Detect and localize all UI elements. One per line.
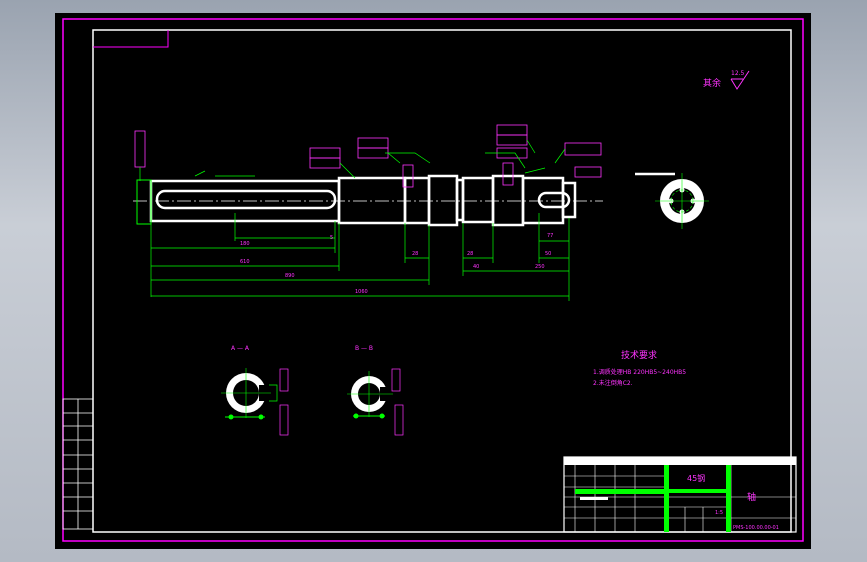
dim-40: 40 <box>473 264 479 270</box>
inner-border <box>92 29 792 533</box>
dim-28b: 28 <box>467 251 473 257</box>
title-scale: 1:5 <box>715 510 723 516</box>
left-revision-strip <box>62 398 94 530</box>
title-material: 45钢 <box>687 473 705 483</box>
dimension-lines <box>150 213 570 301</box>
drawing-sheet: 其余 12.5 <box>55 13 811 549</box>
dim-890: 890 <box>285 273 295 279</box>
dim-77: 77 <box>547 233 553 239</box>
drawing-canvas: 其余 12.5 <box>62 18 804 542</box>
tech-requirements-title: 技术要求 <box>621 349 657 361</box>
title-part-name: 轴 <box>747 491 756 503</box>
dim-250: 250 <box>535 264 545 270</box>
roughness-symbol-icon <box>730 70 750 90</box>
title-drawing-number: PMS-100.00.00-01 <box>733 525 779 531</box>
shaft-outline <box>149 174 577 227</box>
section-b-view <box>347 368 404 436</box>
section-label-b: B — B <box>355 345 373 352</box>
section-label-a: A — A <box>231 345 250 352</box>
section-a-view <box>221 368 289 436</box>
surface-roughness-value: 12.5 <box>731 70 745 77</box>
keyway-long <box>155 189 337 210</box>
dim-28a: 28 <box>412 251 418 257</box>
dim-180: 180 <box>240 241 250 247</box>
corner-code-box <box>93 30 169 48</box>
dim-610: 610 <box>240 259 250 265</box>
title-block: 45钢 轴 PMS-100.00.00-01 1:5 <box>563 456 797 533</box>
dim-1060: 1060 <box>355 289 368 295</box>
keyway-short <box>537 191 571 209</box>
leader-lines <box>139 139 566 181</box>
outer-border <box>62 18 804 542</box>
end-view <box>635 172 709 229</box>
tech-item-2: 2.未注倒角C2. <box>593 379 633 387</box>
tech-item-1: 1.调质处理HB 220HB5~240HB5 <box>593 368 686 376</box>
end-face <box>136 179 152 225</box>
dim-50: 50 <box>545 251 551 257</box>
surface-note: 其余 <box>703 77 721 89</box>
dim-5: 5 <box>330 235 333 241</box>
